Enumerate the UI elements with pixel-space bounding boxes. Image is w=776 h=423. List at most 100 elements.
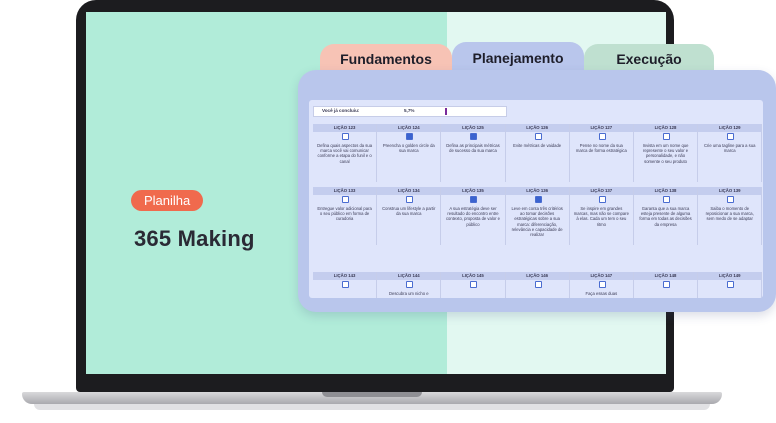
lesson-checkbox[interactable]	[727, 133, 735, 140]
lesson-checkbox-cell	[441, 195, 504, 203]
lesson-text: Garanta que a sua marca esteja presente …	[639, 206, 692, 227]
lesson-cell: LIÇÃO 143	[313, 272, 378, 298]
lesson-checkbox-cell	[570, 195, 633, 203]
brand-title: 365 Making	[134, 226, 255, 251]
lesson-header: LIÇÃO 138	[633, 187, 698, 195]
lesson-checkbox[interactable]	[534, 196, 542, 203]
lesson-checkbox[interactable]	[470, 196, 478, 203]
lesson-checkbox[interactable]	[406, 196, 414, 203]
lesson-text: Pense no nome da sua marca de forma estr…	[575, 143, 627, 154]
lesson-checkbox[interactable]	[727, 281, 735, 288]
lesson-checkbox[interactable]	[534, 133, 542, 140]
lesson-checkbox-cell	[634, 280, 697, 288]
progress-bar: Você já concluiu: 5,7%	[313, 106, 507, 117]
lesson-checkbox-cell	[506, 280, 569, 288]
lesson-cell: LIÇÃO 146	[505, 272, 570, 298]
lesson-header: LIÇÃO 133	[313, 187, 377, 195]
lesson-checkbox[interactable]	[406, 281, 414, 288]
lesson-text	[313, 288, 376, 298]
lesson-cell: LIÇÃO 145	[441, 272, 506, 298]
laptop-base-notch	[322, 392, 422, 397]
lesson-checkbox[interactable]	[470, 133, 478, 140]
lesson-checkbox[interactable]	[406, 133, 414, 140]
lesson-checkbox-cell	[698, 195, 761, 203]
lesson-cell: LIÇÃO 148	[633, 272, 699, 298]
lesson-checkbox-cell	[313, 280, 376, 288]
lesson-checkbox[interactable]	[598, 133, 606, 140]
progress-label: Você já concluiu:	[322, 108, 360, 113]
lesson-checkbox-cell	[634, 195, 697, 203]
lesson-header: LIÇÃO 128	[633, 124, 698, 132]
progress-value: 5,7%	[404, 108, 415, 113]
lesson-checkbox-cell	[441, 280, 504, 288]
lesson-checkbox-cell	[698, 280, 761, 288]
lesson-checkbox[interactable]	[662, 196, 670, 203]
lesson-header: LIÇÃO 144	[377, 272, 441, 280]
lesson-header: LIÇÃO 143	[313, 272, 377, 280]
tab-execucao[interactable]: Execução	[584, 44, 714, 74]
lesson-text: Se inspire em grandes marcas, mas não se…	[573, 206, 629, 227]
lesson-checkbox-cell	[377, 132, 440, 140]
lesson-checkbox[interactable]	[598, 281, 606, 288]
lesson-checkbox-cell	[506, 132, 569, 140]
lesson-checkbox-cell	[698, 132, 761, 140]
tab-fundamentos[interactable]: Fundamentos	[320, 44, 452, 74]
lesson-header: LIÇÃO 135	[441, 187, 505, 195]
laptop-base	[22, 392, 722, 404]
lesson-checkbox-cell	[634, 132, 697, 140]
lesson-header: LIÇÃO 136	[505, 187, 569, 195]
lesson-cell: LIÇÃO 149	[698, 272, 763, 298]
lesson-text	[698, 288, 761, 298]
lesson-header: LIÇÃO 146	[505, 272, 569, 280]
category-badge: Planilha	[131, 190, 204, 211]
lesson-checkbox-cell	[570, 280, 633, 288]
lesson-text: Entregue valor adicional para o seu públ…	[317, 206, 372, 222]
lesson-checkbox-cell	[313, 195, 376, 203]
lesson-checkbox-cell	[377, 280, 440, 288]
lesson-text	[634, 288, 697, 298]
lesson-checkbox[interactable]	[342, 133, 349, 140]
lesson-header: LIÇÃO 148	[633, 272, 698, 280]
lesson-checkbox[interactable]	[470, 281, 478, 288]
lesson-header: LIÇÃO 145	[441, 272, 505, 280]
lesson-text: Preencha o golden circle da sua marca	[382, 143, 435, 154]
lesson-cell: LIÇÃO 137 Se inspire em grandes marcas, m…	[569, 187, 634, 245]
lesson-checkbox[interactable]	[662, 133, 670, 140]
lesson-text: Leve em conta três critérios ao tomar de…	[511, 206, 563, 238]
lesson-checkbox[interactable]	[534, 281, 542, 288]
lesson-text: Invista em um nome que represente o seu …	[642, 143, 689, 164]
lesson-checkbox[interactable]	[598, 196, 606, 203]
lesson-checkbox[interactable]	[727, 196, 735, 203]
lesson-checkbox-cell	[570, 132, 633, 140]
lesson-checkbox[interactable]	[342, 281, 349, 288]
lesson-checkbox[interactable]	[342, 196, 349, 203]
lesson-header: LIÇÃO 126	[505, 124, 569, 132]
lesson-header: LIÇÃO 137	[569, 187, 633, 195]
lesson-checkbox-cell	[441, 132, 504, 140]
lesson-header: LIÇÃO 134	[377, 187, 441, 195]
progress-fill	[445, 108, 448, 115]
lesson-text: Evite métricas de vaidade	[513, 143, 562, 148]
lesson-text: Saiba o momento de reposicionar a sua ma…	[705, 206, 754, 222]
lesson-checkbox-cell	[377, 195, 440, 203]
lesson-text: Defina as principais métricas de sucesso…	[446, 143, 500, 154]
lesson-header: LIÇÃO 147	[569, 272, 633, 280]
lesson-text: Descubra um nicho e	[388, 291, 429, 296]
lesson-checkbox[interactable]	[662, 281, 670, 288]
lesson-text	[441, 288, 504, 298]
